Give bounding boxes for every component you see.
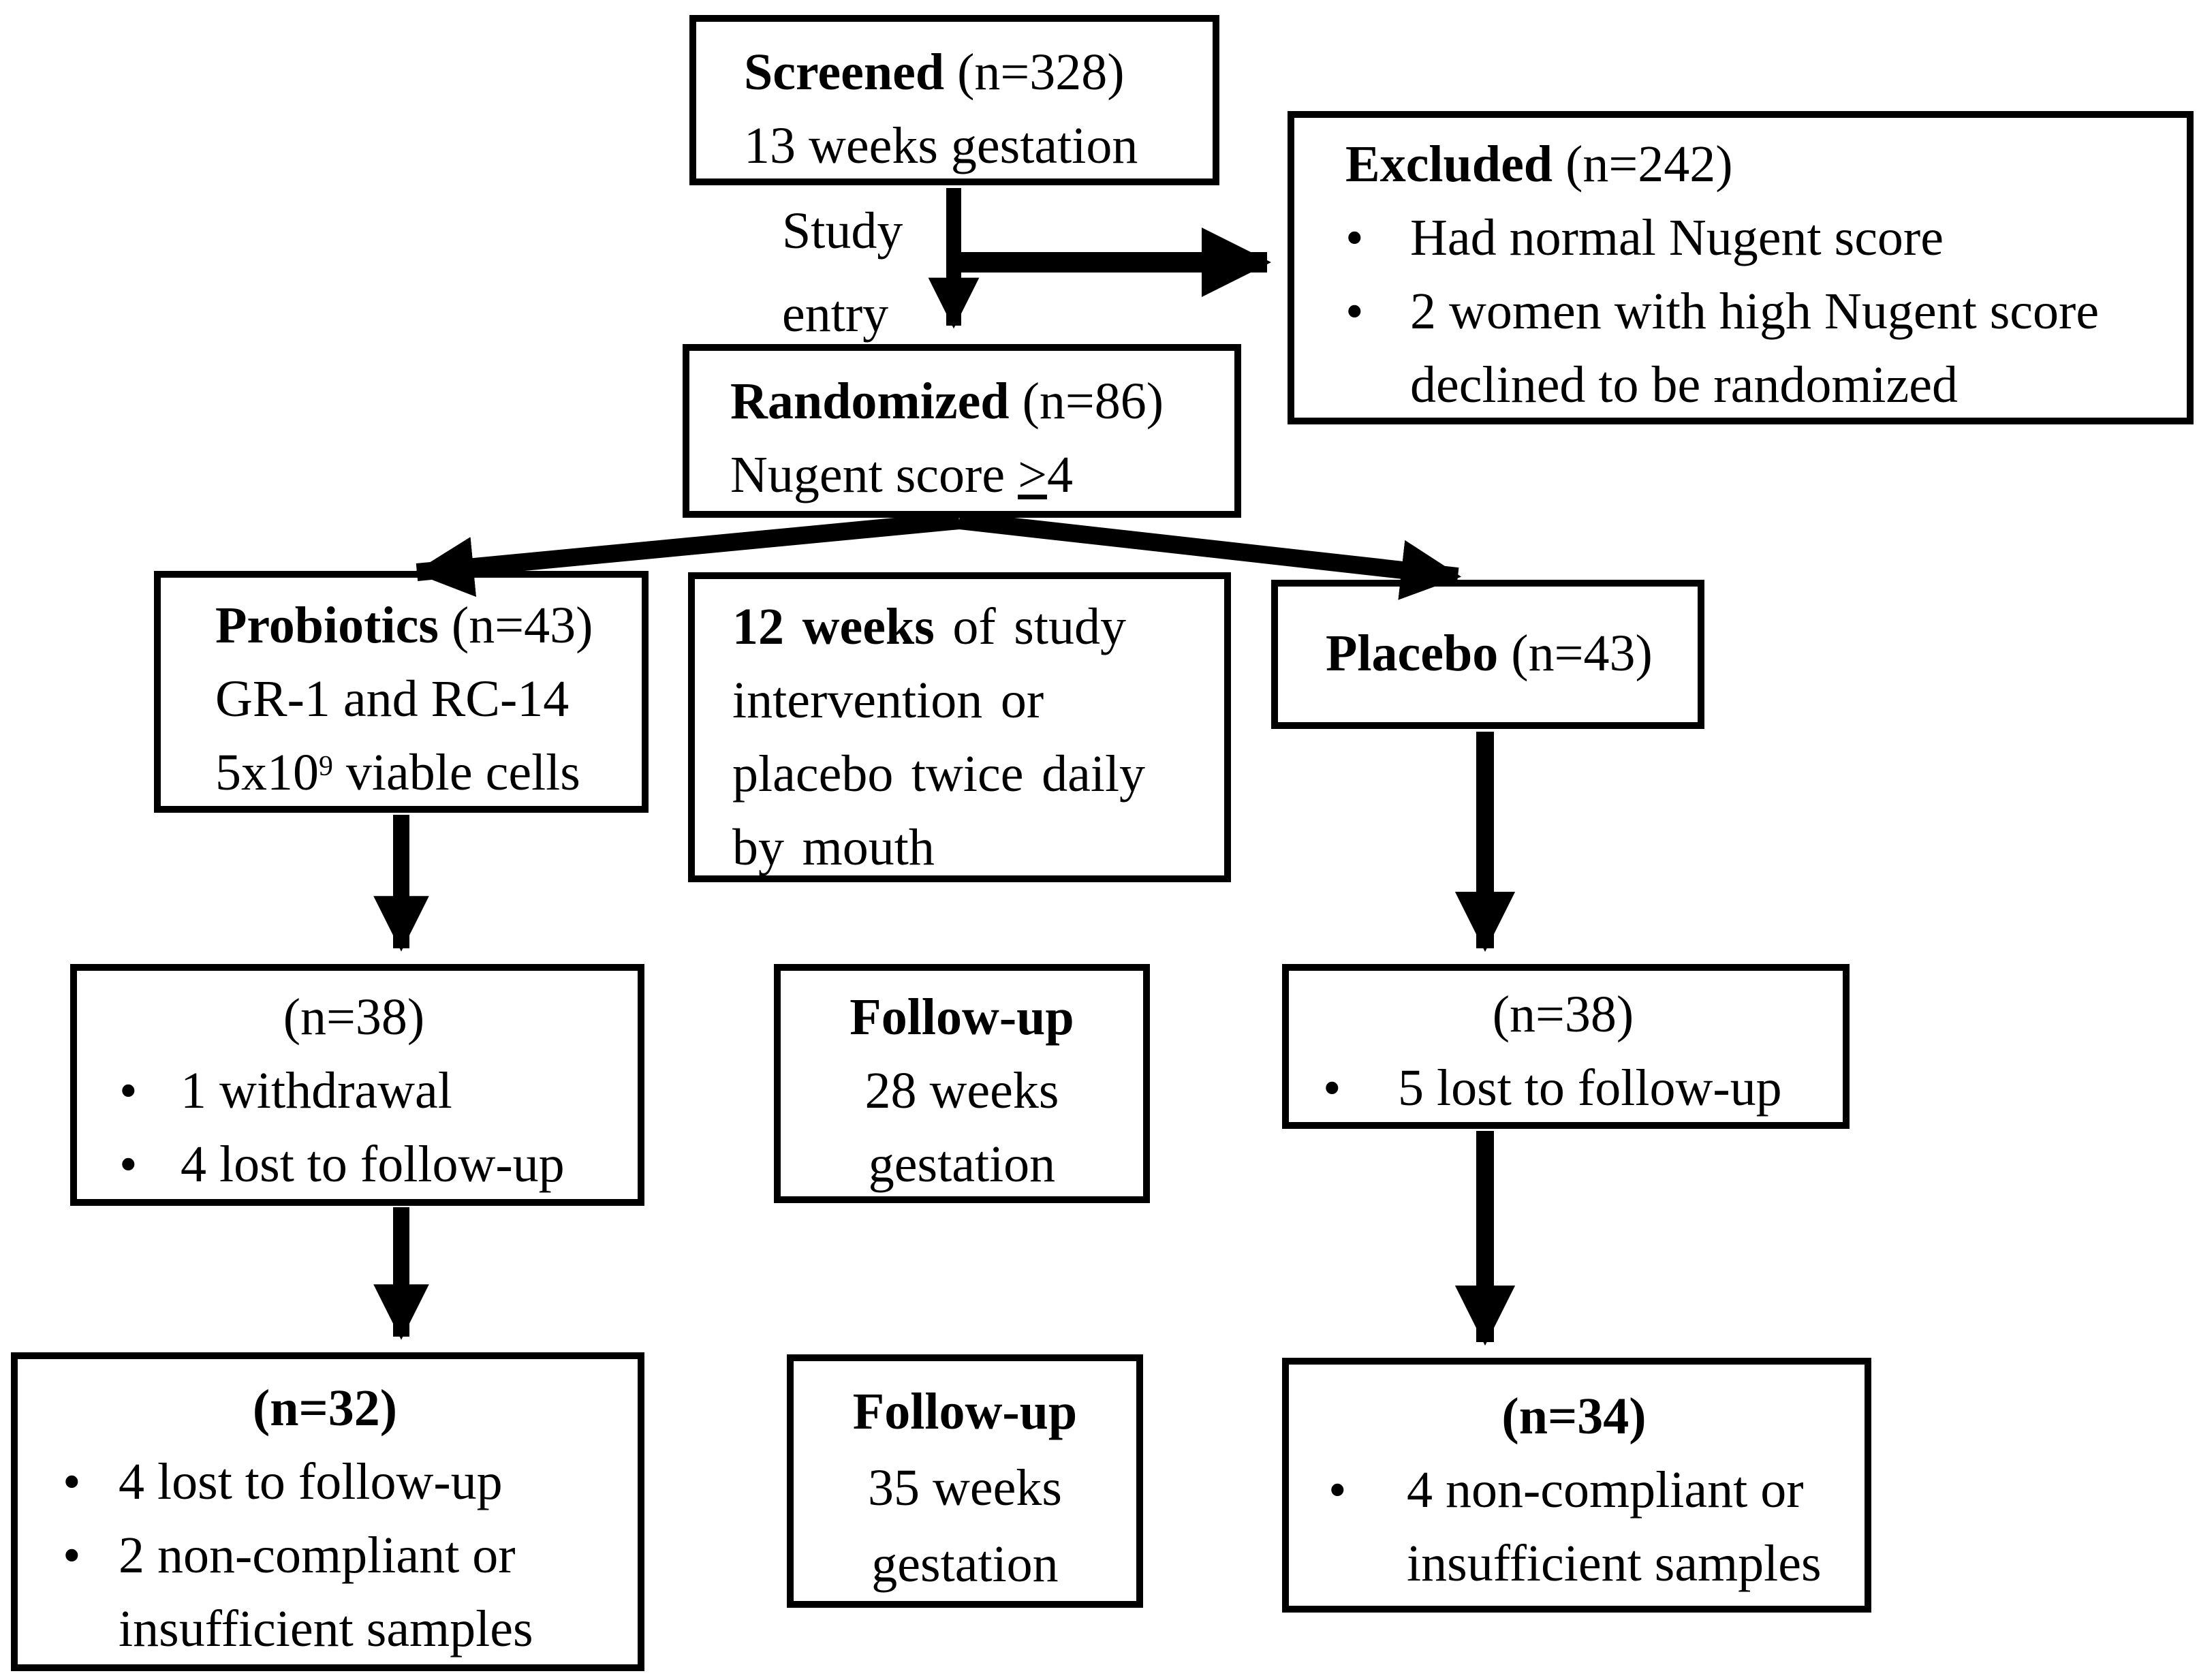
- followup-35-line3: gestation: [871, 1536, 1059, 1593]
- nugent-text: Nugent score: [730, 446, 1018, 503]
- placebo-n34-title: (n=34): [1501, 1388, 1647, 1445]
- intervention-line3: placebo twice daily: [732, 745, 1146, 803]
- intervention-line4: by mouth: [732, 819, 935, 876]
- probiotics-n38-title: (n=38): [283, 989, 425, 1046]
- study-entry-line1: Study: [782, 202, 903, 260]
- probiotics-title-rest: (n=43): [438, 597, 593, 654]
- randomized-title-rest: (n=86): [1009, 373, 1164, 430]
- arrow-randomized-to-probiotics: [413, 512, 961, 597]
- bullet-text: 4 lost to follow-up: [119, 1453, 503, 1510]
- list-item: • 5 lost to follow-up: [1323, 1051, 1837, 1125]
- list-item: • 4 lost to follow-up: [63, 1445, 632, 1519]
- bullet-icon: •: [1345, 283, 1364, 340]
- placebo-box: Placebo (n=43): [1271, 580, 1704, 729]
- excluded-box: Excluded (n=242) • Had normal Nugent scor…: [1288, 111, 2194, 424]
- placebo-n38-box: (n=38) • 5 lost to follow-up: [1282, 964, 1850, 1129]
- screened-line2: 13 weeks gestation: [744, 117, 1138, 174]
- dose-exponent: 9: [319, 751, 333, 783]
- study-entry-line2: entry: [782, 285, 889, 343]
- screened-box: Screened (n=328) 13 weeks gestation: [689, 15, 1219, 185]
- bullet-icon: •: [1345, 209, 1364, 266]
- excluded-title-rest: (n=242): [1553, 136, 1733, 193]
- intervention-line1: 12 weeks of study: [732, 590, 1217, 664]
- list-item: • Had normal Nugent score: [1345, 201, 2174, 275]
- followup-35-title: Follow-up: [852, 1383, 1078, 1440]
- bullet-icon: •: [119, 1136, 138, 1193]
- probiotics-line2: GR-1 and RC-14: [215, 670, 570, 728]
- arrow-randomized-to-placebo: [958, 512, 1462, 600]
- screened-title-bold: Screened: [744, 44, 945, 101]
- randomized-title-bold: Randomized: [730, 373, 1010, 430]
- probiotics-box: Probiotics (n=43) GR-1 and RC-14 5x109 v…: [154, 571, 649, 813]
- bullet-text: Had normal Nugent score: [1410, 209, 1944, 266]
- intervention-line1-rest: of study: [934, 598, 1126, 655]
- nugent-threshold: 4: [1046, 446, 1073, 503]
- dose-base: 5x10: [215, 744, 319, 801]
- probiotics-line3: 5x109 viable cells: [215, 736, 635, 809]
- bullet-text: 2 non-compliant or insufficient samples: [119, 1527, 533, 1658]
- placebo-title-rest: (n=43): [1498, 625, 1653, 682]
- list-item: • 1 withdrawal: [119, 1054, 631, 1127]
- excluded-title: Excluded (n=242): [1345, 127, 2174, 201]
- intervention-line2: intervention or: [732, 672, 1044, 729]
- intervention-line1-bold: 12 weeks: [732, 598, 935, 655]
- list-item: • 2 women with high Nugent score declined…: [1345, 275, 2174, 422]
- bullet-text: 4 lost to follow-up: [181, 1136, 565, 1193]
- greater-equal-sign: >: [1018, 446, 1047, 503]
- list-item: • 4 non-compliant or insufficient samples: [1328, 1453, 1859, 1600]
- bullet-text: 5 lost to follow-up: [1398, 1059, 1782, 1117]
- study-entry-label: Study entry: [782, 189, 903, 356]
- screened-title-rest: (n=328): [944, 44, 1125, 101]
- bullet-text: 4 non-compliant or insufficient samples: [1407, 1461, 1822, 1592]
- probiotics-n38-box: (n=38) • 1 withdrawal • 4 lost to follow-u…: [70, 964, 644, 1206]
- bullet-icon: •: [63, 1527, 81, 1584]
- bullet-icon: •: [1323, 1059, 1341, 1117]
- excluded-title-bold: Excluded: [1345, 136, 1553, 193]
- bullet-text: 2 women with high Nugent score declined …: [1410, 283, 2100, 414]
- followup-28-box: Follow-up 28 weeks gestation: [774, 964, 1150, 1203]
- bullet-text: 1 withdrawal: [181, 1062, 452, 1119]
- bullet-icon: •: [119, 1062, 138, 1119]
- probiotics-n38-bullet-list: • 1 withdrawal • 4 lost to follow-up: [77, 1054, 631, 1201]
- placebo-n34-bullet-list: • 4 non-compliant or insufficient samples: [1289, 1453, 1859, 1600]
- probiotics-title-bold: Probiotics: [215, 597, 439, 654]
- intervention-box: 12 weeks of study intervention or placeb…: [688, 572, 1231, 882]
- excluded-bullet-list: • Had normal Nugent score • 2 women with h…: [1345, 201, 2174, 422]
- placebo-n38-bullet-list: • 5 lost to follow-up: [1289, 1051, 1837, 1125]
- list-item: • 4 lost to follow-up: [119, 1127, 631, 1201]
- followup-28-line2: 28 weeks: [864, 1062, 1059, 1119]
- followup-28-title: Follow-up: [849, 989, 1074, 1046]
- bullet-icon: •: [63, 1453, 81, 1510]
- placebo-title-bold: Placebo: [1326, 625, 1499, 682]
- probiotics-n32-bullet-list: • 4 lost to follow-up • 2 non-compliant or…: [18, 1445, 632, 1666]
- followup-35-box: Follow-up 35 weeks gestation: [787, 1354, 1143, 1608]
- bullet-icon: •: [1328, 1461, 1347, 1519]
- screened-title: Screened (n=328): [744, 35, 1206, 109]
- placebo-n38-title: (n=38): [1492, 986, 1634, 1043]
- followup-35-line2: 35 weeks: [868, 1459, 1062, 1516]
- randomized-line2: Nugent score >4: [730, 438, 1228, 512]
- followup-28-line3: gestation: [868, 1136, 1056, 1193]
- dose-rest: viable cells: [332, 744, 580, 801]
- randomized-title: Randomized (n=86): [730, 364, 1228, 438]
- probiotics-n32-title: (n=32): [252, 1380, 398, 1437]
- probiotics-n32-box: (n=32) • 4 lost to follow-up • 2 non-compl…: [11, 1352, 644, 1671]
- randomized-box: Randomized (n=86) Nugent score >4: [683, 344, 1241, 518]
- placebo-title: Placebo (n=43): [1326, 617, 1691, 690]
- placebo-n34-box: (n=34) • 4 non-compliant or insufficient …: [1282, 1358, 1871, 1613]
- probiotics-title: Probiotics (n=43): [215, 589, 635, 662]
- list-item: • 2 non-compliant or insufficient samples: [63, 1519, 632, 1666]
